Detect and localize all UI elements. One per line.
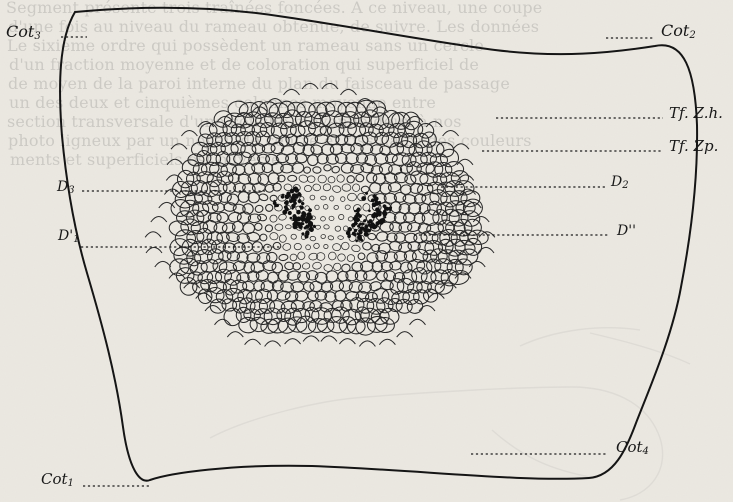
label-d3: D3 (57, 180, 75, 198)
label-cot4: Cot4 (616, 440, 649, 459)
label-cot4-sub: 4 (643, 446, 649, 457)
label-cot3-base: Cot (6, 22, 34, 41)
label-d3-sub: 3 (68, 185, 74, 196)
label-cot1-base: Cot (41, 470, 68, 488)
label-cot1-sub: 1 (68, 478, 74, 489)
label-cot2: Cot2 (661, 23, 696, 43)
label-tf-zh: Tf. Z.h. (669, 106, 723, 121)
label-d-double-prime: D'' (617, 224, 636, 239)
label-d2-sub: 2 (622, 180, 628, 191)
label-tf-zp: Tf. Zp. (669, 139, 718, 154)
label-cot3-sub: 3 (34, 31, 40, 42)
label-d2: D2 (611, 175, 629, 193)
label-cot3: Cot3 (6, 24, 41, 44)
label-d2-base: D (611, 174, 622, 190)
label-d1-prime-sub: 1 (73, 234, 79, 245)
label-cot2-base: Cot (661, 21, 689, 40)
label-d3-base: D (57, 179, 68, 195)
label-d1-prime-base: D' (58, 228, 73, 244)
label-cot2-sub: 2 (689, 30, 695, 41)
label-cot1: Cot1 (41, 472, 74, 491)
label-cot4-base: Cot (616, 438, 643, 456)
label-d1-prime: D'1 (58, 229, 79, 247)
